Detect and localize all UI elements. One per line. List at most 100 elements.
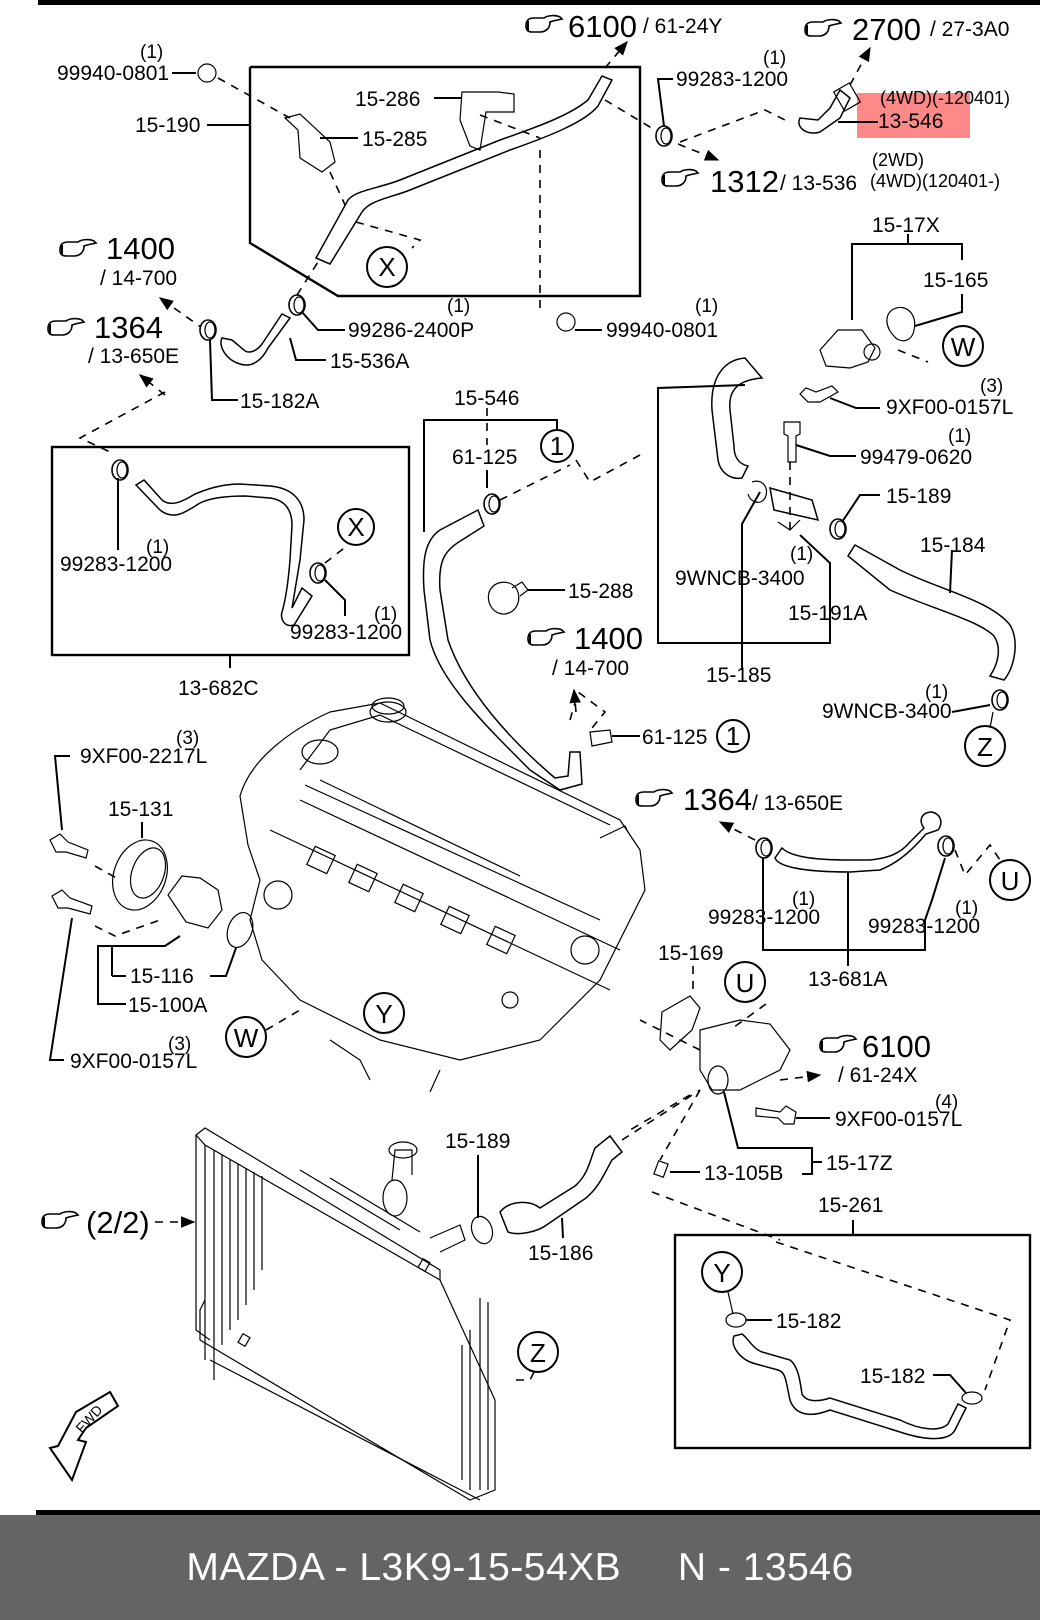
ref-2-2[interactable]: (2/2)	[41, 1205, 150, 1240]
part-label-15-546[interactable]: 15-546	[454, 387, 519, 410]
qty-99286-2400p: (1)	[447, 296, 470, 317]
top-border	[38, 0, 1040, 5]
svg-text:U: U	[1001, 866, 1020, 896]
part-label-15-190[interactable]: 15-190	[135, 114, 200, 137]
marker-y-engine: Y	[363, 992, 405, 1034]
part-label-15-182-b[interactable]: 15-182	[860, 1365, 925, 1388]
part-label-15-285[interactable]: 15-285	[362, 128, 427, 151]
hose-15-261	[732, 1333, 968, 1440]
footer-banner: MAZDA - L3K9-15-54XB N - 13546	[0, 1515, 1040, 1620]
ref-6100-bottom[interactable]: 6100 / 61-24X	[819, 1029, 931, 1087]
group-box-15-261	[673, 1233, 1032, 1450]
marker-w-left: W	[225, 1016, 267, 1058]
group-box-15-190	[248, 65, 642, 298]
clamp-9wncb-3400-a	[747, 480, 768, 503]
part-label-15-288[interactable]: 15-288	[568, 580, 633, 603]
part-label-99286-2400p[interactable]: 99286-2400P	[348, 319, 474, 342]
part-label-99283-1200-r2[interactable]: 99283-1200	[868, 915, 980, 938]
pointing-hand-icon	[525, 14, 563, 33]
ref-1364-left[interactable]: 1364 / 13-650E	[47, 310, 179, 368]
part-label-15-184[interactable]: 15-184	[920, 534, 986, 557]
bolt-9xf00-0157l-a	[799, 385, 839, 403]
clamp-15-182-a	[725, 1312, 747, 1328]
part-label-99940-0801[interactable]: 99940-0801	[57, 62, 169, 85]
part-label-99479-0620[interactable]: 99479-0620	[860, 446, 972, 469]
plug-13-105b	[653, 1159, 669, 1179]
marker-w-right: W	[942, 325, 984, 367]
part-label-15-131[interactable]: 15-131	[108, 798, 173, 821]
bolt-9xf00-0157l-c	[755, 1105, 797, 1125]
marker-u-right: U	[989, 859, 1031, 901]
svg-text:/ 14-700: / 14-700	[100, 267, 177, 290]
svg-text:(4WD)(120401-): (4WD)(120401-)	[870, 171, 1000, 191]
bolt-9xf00-2217l	[49, 833, 89, 859]
part-label-9xf00-0157l-b[interactable]: 9XF00-0157L	[70, 1050, 197, 1073]
highlighted-part-label-13-546[interactable]: 13-546	[878, 110, 943, 133]
part-label-15-186[interactable]: 15-186	[528, 1242, 593, 1265]
part-label-15-182a[interactable]: 15-182A	[240, 390, 319, 413]
clamp-61-125-a	[483, 493, 501, 515]
part-label-9wncb-3400-a[interactable]: 9WNCB-3400	[675, 567, 805, 590]
ref-1400-mid[interactable]: 1400 / 14-700	[527, 621, 643, 680]
part-label-99283-1200-top[interactable]: 99283-1200	[676, 68, 788, 91]
bolt-9xf00-0157l-b	[51, 889, 93, 915]
svg-text:X: X	[347, 512, 364, 542]
svg-text:1: 1	[726, 721, 740, 751]
pulley-15-131	[112, 839, 168, 911]
pipe-15-190	[314, 75, 614, 265]
pointing-hand-icon	[661, 168, 699, 187]
part-label-99283-1200-l1[interactable]: 99283-1200	[60, 553, 172, 576]
part-label-13-682c[interactable]: 13-682C	[178, 677, 259, 700]
ref-6100-top[interactable]: 6100 / 61-24Y	[525, 9, 722, 44]
svg-text:U: U	[736, 968, 755, 998]
marker-z-right: Z	[964, 725, 1006, 767]
hose-13-682c	[134, 479, 313, 627]
part-label-99283-1200-l2[interactable]: 99283-1200	[290, 621, 402, 644]
part-label-15-191a[interactable]: 15-191A	[788, 602, 867, 625]
svg-text:Z: Z	[530, 1338, 546, 1368]
parts-diagram: X (1) 99940-0801 15-190 15-286 15-285 61…	[41, 9, 1032, 1501]
hose-13-546-end	[832, 82, 862, 112]
ref-2700[interactable]: 2700 / 27-3A0	[804, 12, 1009, 47]
part-label-9xf00-0157l-c[interactable]: 9XF00-0157L	[835, 1108, 962, 1131]
part-label-15-100a[interactable]: 15-100A	[128, 994, 207, 1017]
part-label-15-182-a[interactable]: 15-182	[776, 1310, 841, 1333]
part-label-15-185[interactable]: 15-185	[706, 664, 771, 687]
marker-1-top: 1	[540, 429, 574, 463]
qty-99940-0801-b: (1)	[695, 296, 718, 317]
part-label-15-169[interactable]: 15-169	[658, 942, 723, 965]
part-label-15-17z[interactable]: 15-17Z	[826, 1152, 893, 1175]
hose-15-546	[422, 508, 583, 791]
pointing-hand-icon	[59, 238, 97, 257]
part-label-15-286[interactable]: 15-286	[355, 88, 420, 111]
part-label-15-189-b[interactable]: 15-189	[445, 1130, 510, 1153]
part-label-15-261[interactable]: 15-261	[818, 1194, 883, 1217]
svg-text:/ 13-536: / 13-536	[780, 172, 857, 195]
fwd-arrow-icon: FWD	[48, 1390, 120, 1483]
marker-z-radiator: Z	[517, 1331, 559, 1373]
ref-1364-right[interactable]: 1364 / 13-650E	[635, 782, 843, 817]
part-label-15-189-a[interactable]: 15-189	[886, 485, 951, 508]
part-label-15-17x[interactable]: 15-17X	[872, 214, 940, 237]
part-label-15-165[interactable]: 15-165	[923, 269, 988, 292]
svg-text:6100: 6100	[862, 1029, 931, 1064]
nut-99940-0801	[197, 63, 217, 83]
part-label-61-125-b[interactable]: 61-125	[642, 726, 707, 749]
part-label-15-116[interactable]: 15-116	[130, 965, 194, 988]
qty-9xf00-2217l: (3)	[176, 728, 199, 749]
part-label-99283-1200-r1[interactable]: 99283-1200	[708, 906, 820, 929]
ref-1400-left[interactable]: 1400 / 14-700	[59, 231, 177, 290]
svg-text:(2/2): (2/2)	[86, 1205, 150, 1240]
svg-text:/ 13-650E: / 13-650E	[752, 792, 843, 815]
part-label-9xf00-2217l[interactable]: 9XF00-2217L	[80, 745, 207, 768]
part-label-13-681a[interactable]: 13-681A	[808, 968, 887, 991]
part-label-9xf00-0157l-a[interactable]: 9XF00-0157L	[886, 396, 1013, 419]
part-label-15-536a[interactable]: 15-536A	[330, 350, 409, 373]
part-label-9wncb-3400-b[interactable]: 9WNCB-3400	[822, 700, 952, 723]
ref-1312[interactable]: 1312 / 13-536 (2WD) (4WD)(120401-)	[661, 150, 1000, 199]
clamp-9wncb-3400-b	[991, 689, 1009, 711]
part-label-99940-0801-b[interactable]: 99940-0801	[606, 319, 718, 342]
part-label-61-125-a[interactable]: 61-125	[452, 446, 517, 469]
part-label-13-105b[interactable]: 13-105B	[704, 1162, 783, 1185]
bracket-15-285	[283, 113, 336, 173]
